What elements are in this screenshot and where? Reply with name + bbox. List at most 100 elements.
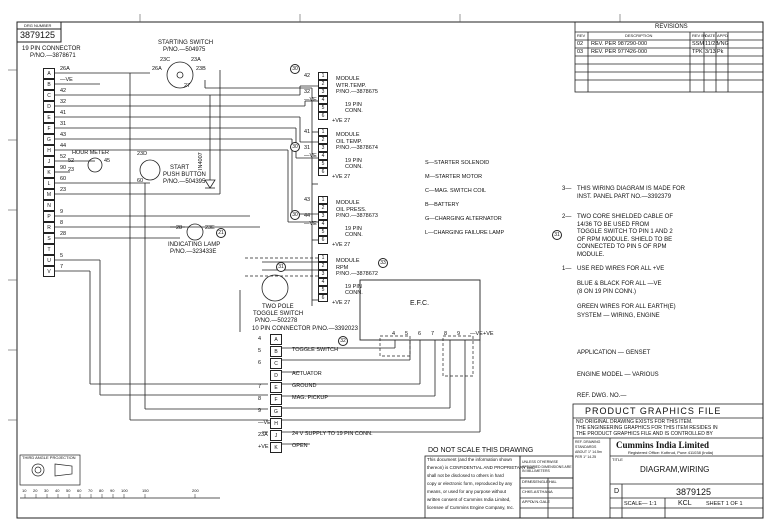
lamp-part: P/NO.—323433E [170, 249, 217, 255]
bubble-32: 32 [338, 336, 348, 346]
module-pin: 1 [318, 72, 328, 80]
module-pin: 1 [318, 196, 328, 204]
connector19-pin: U [43, 255, 55, 266]
module-pin: 3 [318, 88, 328, 96]
module-wire-label: 31 [304, 145, 311, 151]
scale-label: 30 [44, 488, 49, 493]
module-label: P/NO.—3878673 [336, 213, 378, 219]
module-pin: 4 [318, 152, 328, 160]
revisions-cell: TPK [692, 49, 703, 55]
revisions-title: REVISIONS [655, 24, 688, 30]
switch-label-23a: 23A [191, 57, 201, 63]
connector10-pin: G [270, 406, 282, 417]
module-label: P/NO.—3878674 [336, 145, 378, 151]
connector19-wire-label: 8 [60, 220, 64, 226]
module-pin: 6 [318, 112, 328, 120]
connector19-wire-label: 7 [60, 264, 64, 270]
diode-label: IN4007 [198, 152, 204, 170]
scale-label: 50 [66, 488, 71, 493]
confidential-line: shall not be disclosed to others in hard [427, 473, 504, 478]
appd-label: APPD [522, 499, 533, 504]
module-bubble: 30 [290, 210, 300, 220]
scale-label: 70 [88, 488, 93, 493]
legend-item: L—CHARGING FAILURE LAMP [425, 230, 505, 236]
legend-item: M—STARTER MOTOR [425, 174, 483, 180]
module-pin: 4 [318, 220, 328, 228]
connector19-pin: H [43, 145, 55, 156]
connector10-wire-label: —VE [258, 420, 271, 426]
connector10-wire-label: 23A [258, 432, 268, 438]
connector19-pin: V [43, 266, 55, 277]
legend-item: C—MAG. SWITCH COIL [425, 188, 487, 194]
module-wire-label: 41 [304, 129, 311, 135]
module-conn-label: CONN. [345, 290, 363, 296]
company-name: Cummins India Limited [616, 440, 710, 450]
connector19-pin: F [43, 123, 55, 134]
module-pin: 3 [318, 144, 328, 152]
module-label: P/NO.—3878672 [336, 271, 378, 277]
hour-meter-title: HOUR METER [72, 150, 109, 156]
connector19-wire-label: 41 [60, 110, 67, 116]
module-label: WTR.TEMP. [336, 82, 367, 89]
size-letter: D [614, 488, 620, 495]
revisions-cell: 02 [577, 41, 584, 47]
revisions-header-cell: DESCRIPTION [625, 33, 653, 38]
module-pin: 5 [318, 104, 328, 112]
revisions-cell: 3/13 [705, 49, 716, 55]
module-ve-label: +VE 27 [332, 174, 351, 180]
toggle-switch-title: TWO POLE [262, 304, 294, 310]
efc-terminal: —VE [470, 331, 483, 337]
revisions-cell: Pk [717, 49, 724, 55]
bubble-31: 31 [276, 262, 286, 272]
module-label: RPM [336, 264, 349, 271]
connector10-signal-label: 24 V SUPPLY TO 19 PIN CONN. [292, 431, 373, 437]
connector10-wire-label: 4 [258, 336, 262, 342]
push-button-60: 60 [137, 178, 144, 184]
scale-label: 20 [33, 488, 38, 493]
connector19-wire-label: —VE [60, 77, 73, 83]
switch-label-23c: 23C [160, 57, 171, 63]
module-wire-label: 43 [304, 197, 311, 203]
lamp-23e: 23E [205, 225, 215, 231]
connector19-pin: J [43, 156, 55, 167]
module-pin: 2 [318, 136, 328, 144]
efc-terminal: +VE [483, 331, 494, 337]
efc-terminal: 9 [457, 331, 461, 337]
push-button-23d: 23D [137, 151, 148, 157]
module-bubble: 30 [290, 142, 300, 152]
product-graphics-title: PRODUCT GRAPHICS FILE [585, 406, 722, 416]
ref-std-2: STANDARDS [575, 445, 597, 449]
lamp-title: INDICATING LAMP [168, 242, 221, 248]
confidential-line: written consent of Cummins India Limited… [427, 497, 511, 502]
lamp-28: 28 [176, 225, 183, 231]
bubble-21: 21 [216, 228, 226, 238]
scale-label: 100 [121, 488, 128, 493]
switch-label-23b: 23B [196, 66, 206, 72]
revisions-header-cell: REV BY [692, 33, 707, 38]
starting-switch-part: P/NO.—504975 [163, 47, 206, 53]
module-conn-label: CONN. [345, 108, 363, 114]
connector19-wire-label: 42 [60, 88, 67, 94]
connector19-pin: T [43, 244, 55, 255]
module-wire-label: —VE [304, 153, 317, 159]
connector10-wire-label: 8 [258, 396, 262, 402]
module-conn-label: 19 PIN [345, 284, 362, 290]
module-conn-label: 19 PIN [345, 226, 362, 232]
drawing-number-bottom: 3879125 [676, 487, 712, 497]
revisions-cell: VNG [717, 41, 729, 47]
module-wire-label: —VE [304, 97, 317, 103]
connector10-pin: F [270, 394, 282, 405]
design-control: KCL [678, 500, 692, 507]
module-pin: 5 [318, 228, 328, 236]
connector19-wire-label: 90 [60, 165, 67, 171]
connector19-pin: E [43, 112, 55, 123]
push-button-line2: P/NO.—504395 [163, 179, 206, 185]
efc-terminal: 8 [444, 331, 448, 337]
scale-label: 150 [142, 488, 149, 493]
ref-std-1: REF. DRAWING [575, 440, 601, 444]
module-ve-label: +VE 27 [332, 300, 351, 306]
module-pin: 2 [318, 262, 328, 270]
legend-item: G—CHARGING ALTERNATOR [425, 216, 502, 222]
revisions-cell: REV. PER 987290-000 [591, 41, 648, 47]
